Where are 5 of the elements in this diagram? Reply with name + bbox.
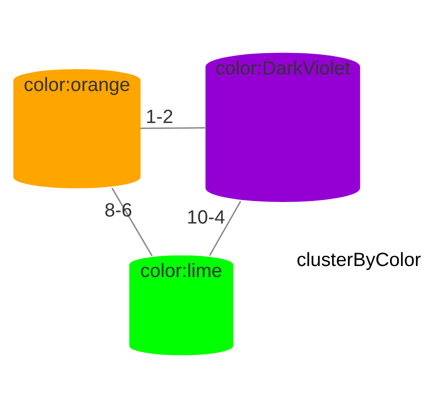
connector [140, 126, 206, 128]
edge-label: 10-4 [186, 206, 226, 228]
connector [208, 200, 242, 256]
edge-label: 1-2 [146, 106, 174, 128]
label: clusterByColor [296, 249, 422, 270]
